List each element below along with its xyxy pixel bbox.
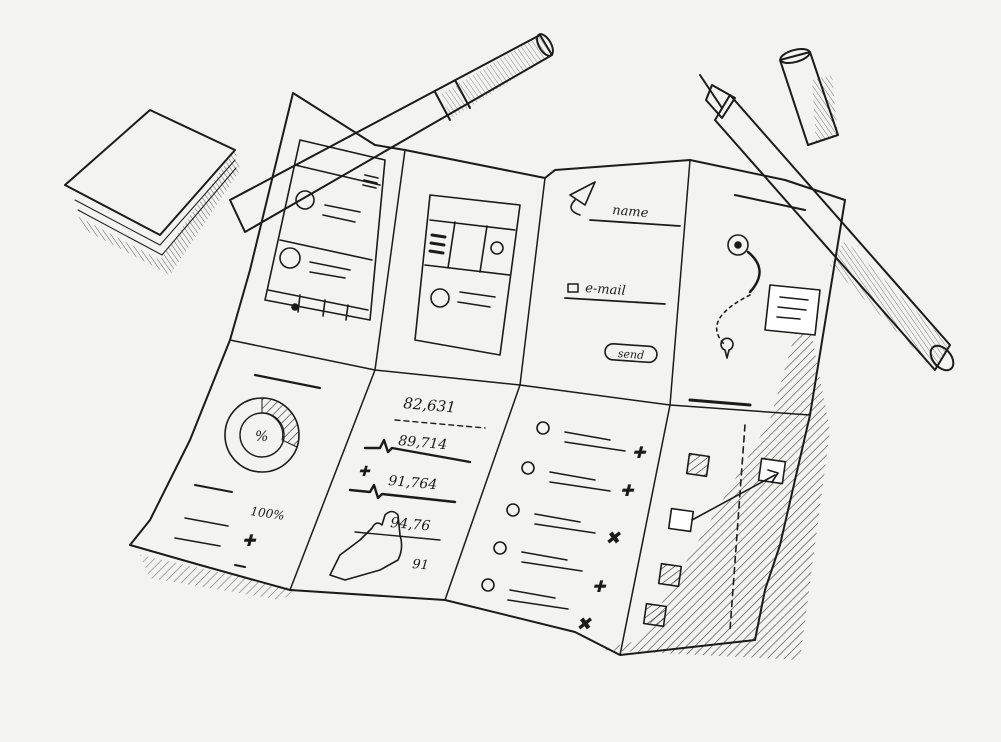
send-button[interactable] [604, 343, 658, 364]
fineliner-pen [699, 74, 955, 372]
todo-radio-2[interactable] [521, 461, 535, 475]
name-label: name [612, 203, 650, 221]
todo-radio-4[interactable] [493, 541, 507, 555]
stat-value-1: 82,631 [403, 394, 457, 417]
gauge-percent-label: 100% [250, 504, 286, 523]
sticky-note-pad [64, 109, 240, 275]
route-map-panel [688, 194, 821, 407]
plus-icon: ✚ [242, 531, 257, 550]
todo-radio-1[interactable] [536, 421, 550, 435]
plus-icon: ✚ [632, 443, 647, 462]
todo-radio-5[interactable] [481, 578, 495, 592]
plus-icon: ✚ [620, 481, 635, 500]
fold-lines [229, 144, 811, 656]
stats-panel: 82,631 89,714 ✚ 91,764 94,76 91 [329, 394, 486, 581]
location-pin-icon [720, 337, 734, 359]
info-card [764, 284, 821, 336]
close-x-icon: ✖ [576, 614, 593, 635]
contact-form-panel: name e-mail send [564, 181, 681, 364]
checkbox-flow-panel [642, 424, 787, 631]
marker-pen [229, 33, 554, 233]
stat-value-3: 91,764 [388, 473, 438, 493]
close-x-icon: ✖ [605, 528, 622, 549]
plus-icon: ✚ [592, 577, 607, 596]
send-label: send [617, 347, 644, 362]
checkbox-empty-1[interactable] [667, 507, 695, 533]
todo-list-panel: ✚ ✚ ✖ ✚ ✖ [481, 421, 647, 635]
checkbox-filled-1[interactable] [685, 452, 711, 478]
stat-value-5: 91 [412, 557, 430, 573]
checkbox-filled-2[interactable] [657, 562, 683, 588]
email-label: e-mail [585, 281, 626, 299]
plus-icon: ✚ [358, 464, 371, 480]
todo-radio-3[interactable] [506, 503, 520, 517]
pointing-hand-icon [329, 510, 403, 581]
pen-cap [779, 48, 839, 146]
gauge-center-symbol: % [255, 429, 268, 445]
tablet-wireframe-panel [414, 194, 521, 356]
paper-plane-icon [569, 181, 596, 216]
phone-wireframe-panel [264, 139, 386, 321]
folded-paper [129, 92, 846, 656]
checkbox-filled-3[interactable] [642, 602, 668, 628]
envelope-icon [567, 283, 579, 293]
stat-value-2: 89,714 [398, 433, 448, 453]
gauge-panel: % 100% ✚ [174, 373, 322, 568]
